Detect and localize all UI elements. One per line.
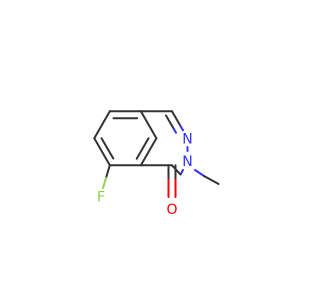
double-bond-inner bbox=[135, 137, 150, 160]
bond-fluorine-segment bbox=[102, 177, 107, 189]
bond-carbon-segment bbox=[203, 175, 220, 185]
bond-carbon-segment bbox=[171, 110, 182, 127]
carbonyl-double-bond bbox=[167, 164, 177, 198]
molecule-drawing: N N O F bbox=[93, 110, 220, 218]
imine-double-bond bbox=[165, 110, 184, 134]
atom-label-oxygen: O bbox=[166, 202, 177, 218]
atom-label-nitrogen-2: N bbox=[182, 154, 192, 170]
benzene-ring bbox=[93, 110, 158, 167]
double-bond-inner bbox=[100, 137, 115, 160]
heterocycle-ring bbox=[139, 110, 173, 167]
bond-carbon-segment bbox=[165, 114, 175, 131]
bond-nitrogen-segment bbox=[194, 169, 205, 177]
structure-diagram: N N O F bbox=[93, 110, 220, 218]
bond bbox=[93, 110, 111, 140]
bond-nitrogen-segment bbox=[179, 125, 184, 132]
bond bbox=[139, 110, 158, 140]
bond-nitrogen-segment bbox=[173, 128, 177, 134]
bond bbox=[93, 137, 111, 167]
methyl-bond bbox=[194, 169, 220, 185]
fluoro-bond bbox=[102, 164, 111, 189]
atom-label-fluorine: F bbox=[97, 190, 105, 206]
bond-carbon-segment bbox=[105, 164, 111, 179]
atom-label-nitrogen-3: N bbox=[182, 132, 192, 148]
bond bbox=[139, 137, 158, 167]
